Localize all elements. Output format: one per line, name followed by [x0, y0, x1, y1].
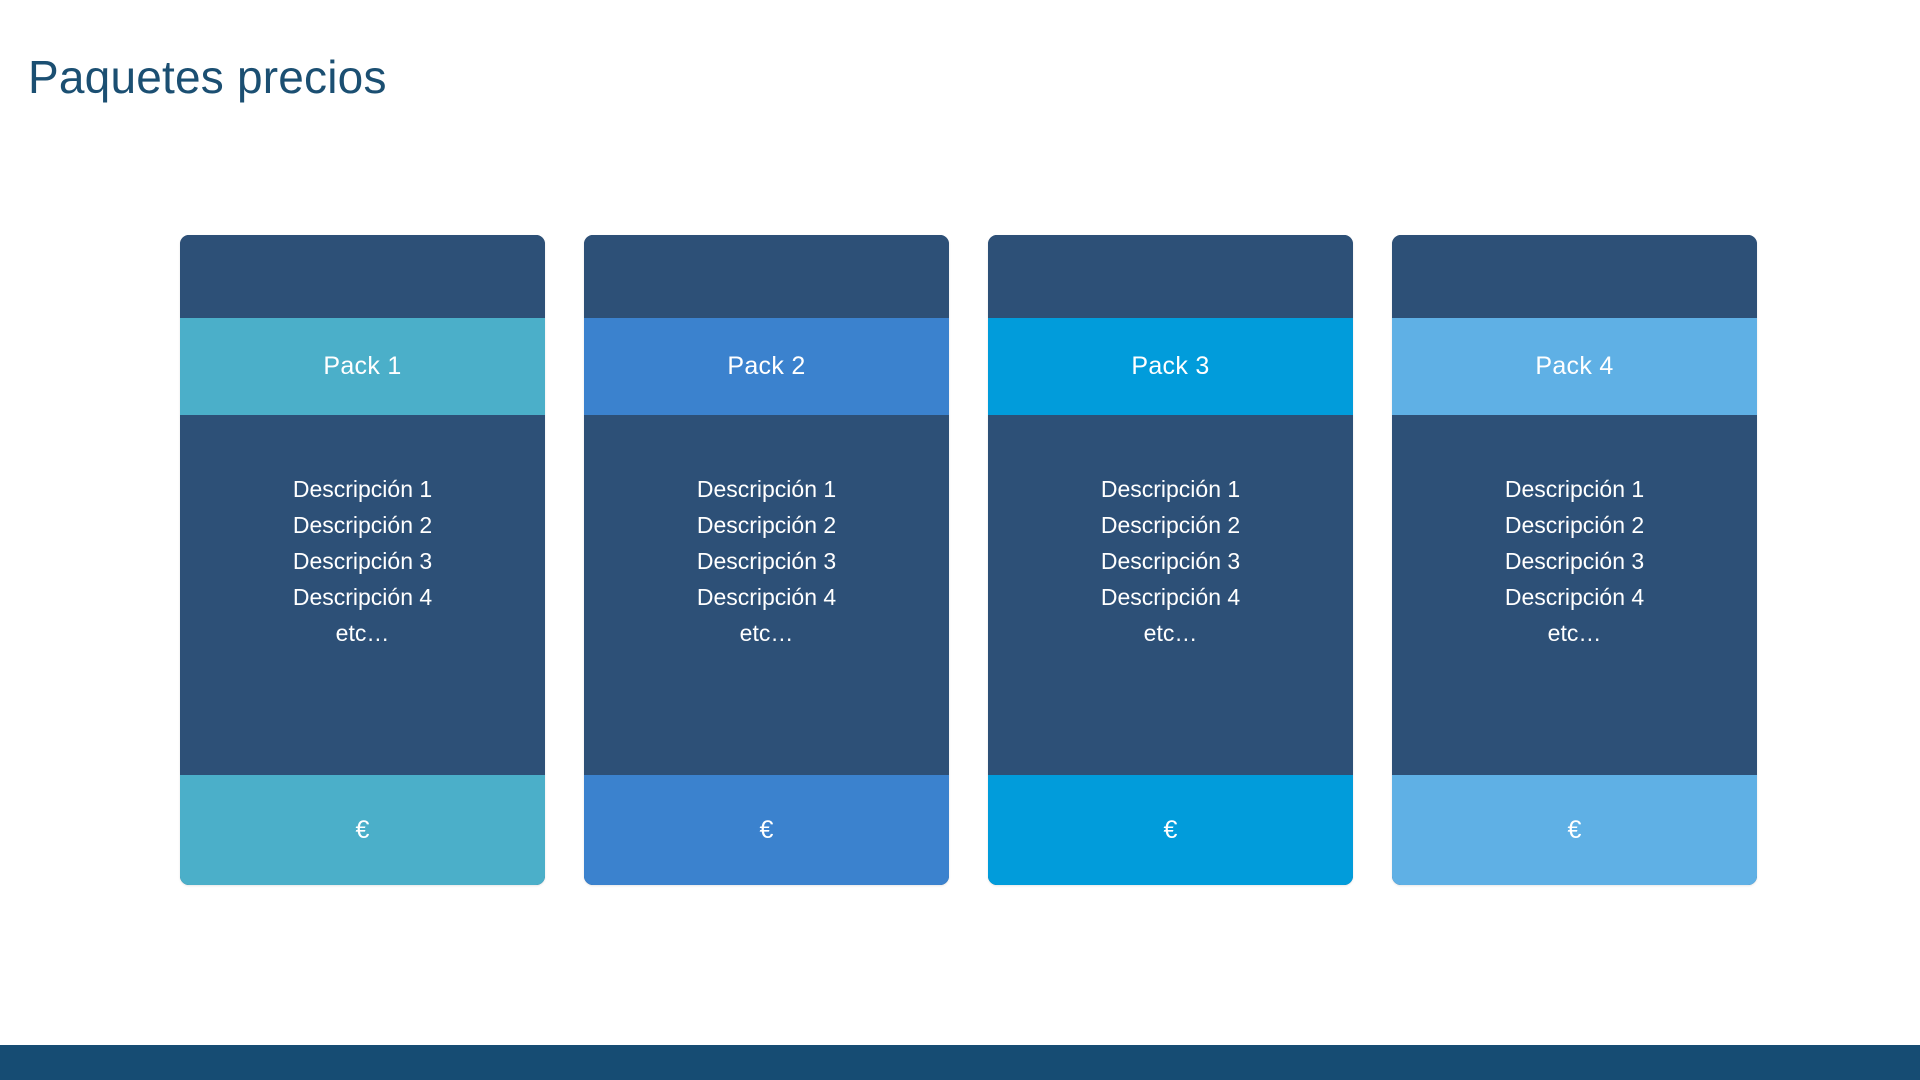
card-name-label: Pack 2 — [727, 352, 806, 380]
card-top-panel — [1392, 235, 1757, 318]
card-description-item: etc… — [739, 620, 794, 646]
card-description-item: etc… — [335, 620, 390, 646]
card-description-item: Descripción 3 — [292, 548, 433, 574]
card-name-label: Pack 1 — [323, 352, 402, 380]
card-price-footer[interactable]: € — [180, 775, 545, 885]
card-description-item: Descripción 3 — [696, 548, 837, 574]
slide-bottom-bar — [0, 1045, 1920, 1080]
card-name-label: Pack 4 — [1535, 352, 1614, 380]
card-description-item: Descripción 4 — [1504, 584, 1645, 610]
card-description-item: Descripción 2 — [696, 512, 837, 538]
card-description-item: Descripción 1 — [1100, 476, 1241, 502]
card-name-band: Pack 1 — [180, 318, 545, 415]
card-description-list: Descripción 1 Descripción 2 Descripción 3 D… — [988, 415, 1353, 775]
card-top-panel — [988, 235, 1353, 318]
price-value: € — [759, 815, 774, 844]
card-description-item: Descripción 3 — [1100, 548, 1241, 574]
card-description-item: etc… — [1143, 620, 1198, 646]
card-description-item: Descripción 1 — [696, 476, 837, 502]
card-description-item: Descripción 2 — [1100, 512, 1241, 538]
card-description-item: Descripción 4 — [1100, 584, 1241, 610]
card-name-label: Pack 3 — [1131, 352, 1210, 380]
card-description-item: Descripción 1 — [1504, 476, 1645, 502]
card-description-item: Descripción 1 — [292, 476, 433, 502]
card-price-footer[interactable]: € — [1392, 775, 1757, 885]
card-description-item: Descripción 2 — [292, 512, 433, 538]
price-value: € — [1567, 815, 1582, 844]
page-title: Paquetes precios — [28, 51, 387, 103]
card-name-band: Pack 3 — [988, 318, 1353, 415]
card-description-list: Descripción 1 Descripción 2 Descripción 3 D… — [180, 415, 545, 775]
card-price-footer[interactable]: € — [584, 775, 949, 885]
card-description-item: Descripción 4 — [292, 584, 433, 610]
card-description-item: Descripción 4 — [696, 584, 837, 610]
card-top-panel — [584, 235, 949, 318]
price-value: € — [1163, 815, 1178, 844]
card-top-panel — [180, 235, 545, 318]
price-value: € — [355, 815, 370, 844]
card-name-band: Pack 2 — [584, 318, 949, 415]
card-description-item: Descripción 3 — [1504, 548, 1645, 574]
card-description-list: Descripción 1 Descripción 2 Descripción 3 D… — [1392, 415, 1757, 775]
card-description-item: Descripción 2 — [1504, 512, 1645, 538]
card-description-item: etc… — [1547, 620, 1602, 646]
card-price-footer[interactable]: € — [988, 775, 1353, 885]
card-name-band: Pack 4 — [1392, 318, 1757, 415]
card-description-list: Descripción 1 Descripción 2 Descripción 3 D… — [584, 415, 949, 775]
